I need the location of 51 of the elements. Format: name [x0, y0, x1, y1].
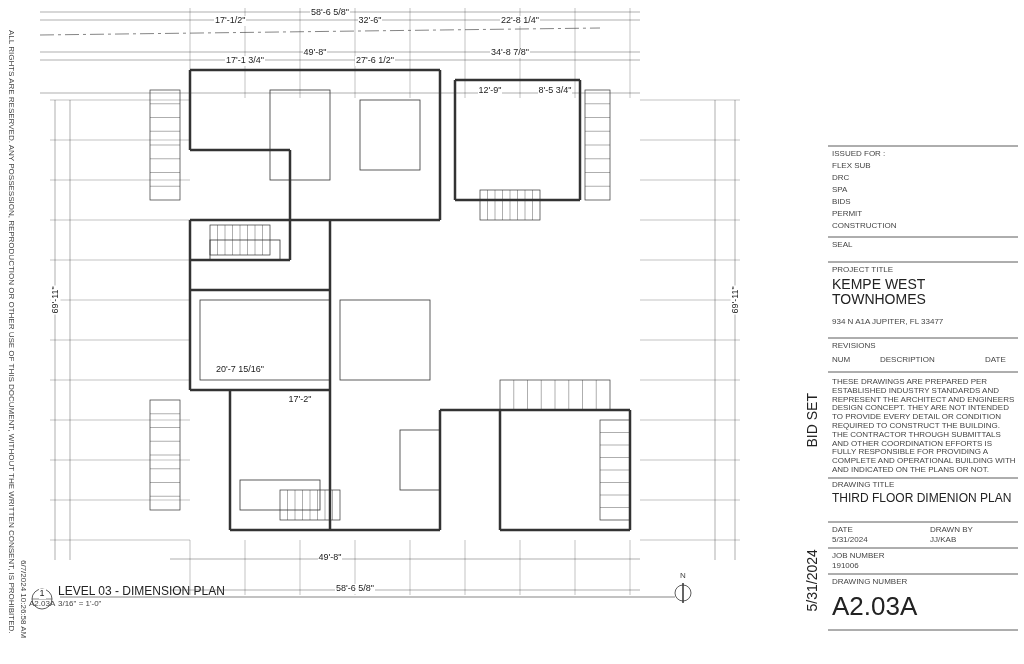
- table-header: DATE: [985, 356, 1006, 365]
- print-timestamp: 6/7/2024 10:26:58 AM: [18, 560, 27, 639]
- field-label: PROJECT TITLE: [832, 266, 894, 275]
- field-label: DRAWING NUMBER: [832, 578, 908, 587]
- drawing-name: THIRD FLOOR DIMENION PLAN: [832, 492, 1012, 506]
- field-label: REVISIONS: [832, 342, 876, 351]
- dimension-text: 58'-6 5/8": [335, 584, 375, 594]
- field-label: DRAWING TITLE: [832, 481, 895, 490]
- dimension-text: 20'-7 15/16": [215, 365, 265, 375]
- dimension-text: 69'-11": [730, 285, 740, 315]
- view-number: 1: [38, 589, 46, 599]
- field-label: SEAL: [832, 241, 853, 250]
- disclaimer-note: THESE DRAWINGS ARE PREPARED PER ESTABLISHED INDUSTRY STANDARDS AND REPRESENT THE ARCHITECT AND ENGINEERS DESIGN CONCEPT. THEY ARE NOT INTENDED TO PROVIDE EVERY DETAIL OR CONDITION REQUIRED TO CONSTRUCT THE BUILDING. THE CONTRACTOR THROUGH SUBMITTALS AND OTHER COORDINATION EFFORTS IS FULLY RESPONSIBLE FOR PROVIDING A COMPLETE AND OPERATIONAL BUILDING WITH AND INDICATED ON THE PLANS OR NOT.: [832, 378, 1017, 475]
- dimension-text: 34'-8 7/8": [490, 48, 530, 58]
- issue-item: FLEX SUB: [832, 162, 871, 171]
- dimension-text: 32'-6": [357, 16, 383, 26]
- date-value: 5/31/2024: [832, 536, 868, 545]
- copyright-note: ALL RIGHTS ARE RESERVED. ANY POSSESSION, REPRODUCTION OR OTHER USE OF THIS DOCUMENT, WITHOUT THE WRITTEN CONSENT, IS PROHIBITED.: [6, 30, 15, 634]
- scale-note: 3/16" = 1'-0": [58, 600, 102, 609]
- dimension-text: 69'-11": [50, 285, 60, 315]
- job-number: 191006: [832, 562, 859, 571]
- issue-item: SPA: [832, 186, 848, 195]
- field-label: DRAWN BY: [930, 526, 973, 535]
- dimension-text: 49'-8": [302, 48, 328, 58]
- project-address: 934 N A1A JUPITER, FL 33477: [832, 318, 945, 327]
- issue-status: BID SET: [804, 392, 820, 447]
- field-label: JOB NUMBER: [832, 552, 885, 561]
- dimension-text: 12'-9": [477, 86, 503, 96]
- dimension-text: 27'-6 1/2": [355, 56, 395, 66]
- dimension-text: 22'-8 1/4": [500, 16, 540, 26]
- issue-item: CONSTRUCTION: [832, 222, 897, 231]
- issue-item: PERMIT: [832, 210, 863, 219]
- issue-item: BIDS: [832, 198, 851, 207]
- dimension-text: 17'-1 3/4": [225, 56, 265, 66]
- drawer-initials: JJ/KAB: [930, 536, 957, 545]
- sheet-reference: A2.03A: [29, 600, 56, 609]
- field-label: DATE: [832, 526, 853, 535]
- issue-date: 5/31/2024: [804, 548, 820, 611]
- dimension-text: 17'-1/2": [214, 16, 247, 26]
- table-header: NUM: [832, 356, 851, 365]
- dimension-text: 49'-8": [317, 553, 343, 563]
- dimension-text: 17'-2": [287, 395, 313, 405]
- project-title: KEMPE WEST TOWNHOMES: [832, 277, 927, 308]
- field-label: ISSUED FOR :: [832, 150, 886, 159]
- dimension-text: 58'-6 5/8": [310, 8, 350, 18]
- sheet-number: A2.03A: [832, 592, 918, 621]
- issue-item: DRC: [832, 174, 850, 183]
- table-header: DESCRIPTION: [880, 356, 935, 365]
- dimension-text: 8'-5 3/4": [537, 86, 573, 96]
- drawing-title: LEVEL 03 - DIMENSION PLAN: [58, 585, 225, 599]
- north-label: N: [680, 572, 686, 581]
